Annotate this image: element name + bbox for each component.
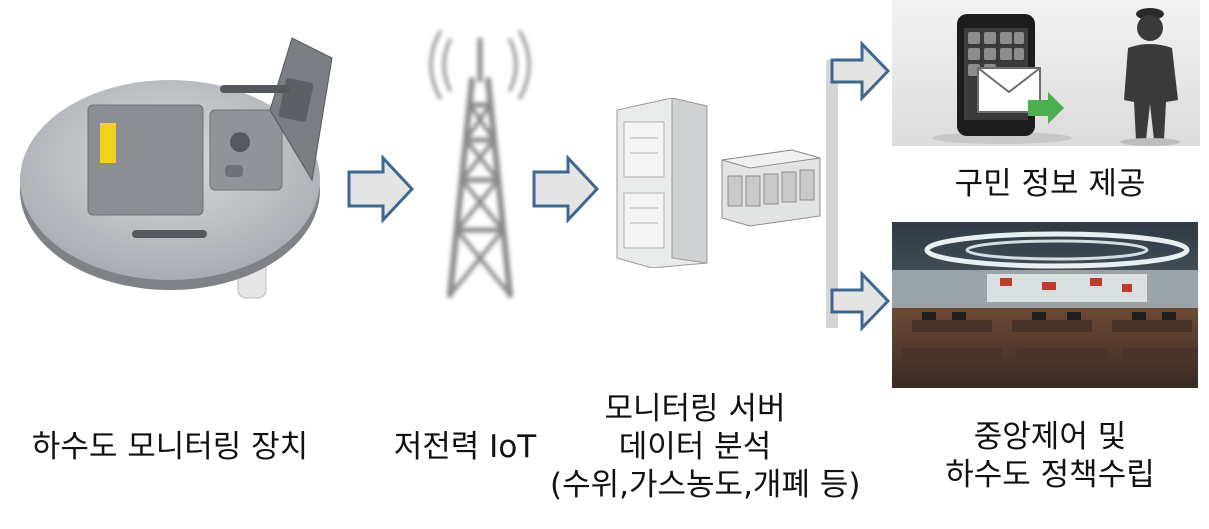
control-label-line-2: 하수도 정책수립: [945, 457, 1155, 493]
server-label-line-2: 데이터 분석: [618, 429, 772, 465]
smartphone-notification-image: [957, 14, 1064, 136]
antenna-tower-image: [429, 30, 531, 298]
info-panel-image: [892, 0, 1200, 146]
server-label-line-1: 모니터링 서버: [604, 391, 786, 427]
right-arrow-icon: [347, 155, 415, 223]
device-label: 하수도 모니터링 장치: [31, 429, 309, 465]
right-arrow-icon: [830, 270, 891, 332]
server-label-line-3: (수위,가스농도,개폐 등): [550, 467, 861, 503]
server-label: 모니터링 서버 데이터 분석 (수위,가스농도,개폐 등): [550, 390, 861, 504]
right-arrow-icon: [830, 40, 891, 102]
control-label: 중앙제어 및 하수도 정책수립: [900, 418, 1200, 494]
manhole-sensor-image: [20, 37, 333, 299]
info-label: 구민 정보 제공: [954, 166, 1146, 202]
control-label-line-1: 중앙제어 및: [973, 419, 1127, 455]
server-cabinet-image: [616, 98, 821, 268]
person-image: [1120, 8, 1180, 146]
right-arrow-icon: [532, 155, 600, 223]
connector-bar: [826, 60, 838, 328]
control-room-image: [892, 222, 1198, 388]
network-label: 저전력 IoT: [393, 429, 537, 465]
